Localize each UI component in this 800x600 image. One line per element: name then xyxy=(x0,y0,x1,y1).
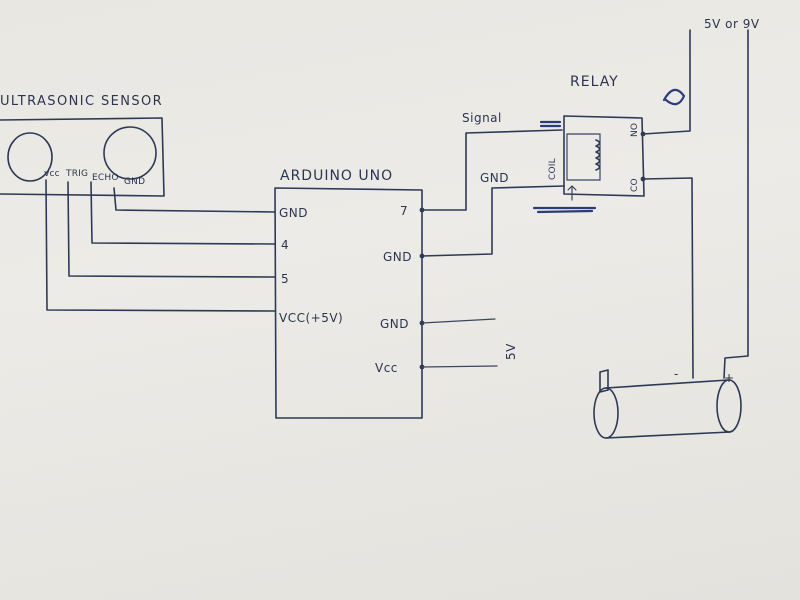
load-body xyxy=(605,379,731,439)
arduino-pin-gnd-right-2: GND xyxy=(380,317,409,331)
wire-relay-no xyxy=(642,29,691,135)
relay-coil-winding xyxy=(595,139,601,171)
marker-scribble-crossed xyxy=(532,206,597,214)
relay: RELAY COIL NO CO xyxy=(532,74,646,214)
wire-supply-plus xyxy=(723,29,749,379)
relay-coil-label: COIL xyxy=(548,158,558,180)
relay-body xyxy=(563,115,645,197)
sensor-transducer-right xyxy=(103,126,157,180)
supply-5v-label: 5V xyxy=(504,343,518,360)
arduino-pin-gnd-left: GND xyxy=(279,206,308,220)
sensor-body xyxy=(0,117,165,197)
arduino-pin-vcc-right: Vcc xyxy=(375,361,398,375)
wire-sensor-echo xyxy=(90,181,276,245)
wire-sensor-gnd xyxy=(113,187,276,213)
arduino-uno: ARDUINO UNO GND 4 5 VCC(+5V) 7 GND GND V… xyxy=(274,168,425,419)
load-end-right xyxy=(716,379,742,433)
wire-5v-vcc xyxy=(421,365,498,368)
marker-scribble-signal xyxy=(539,120,562,128)
load-end-left xyxy=(593,387,619,439)
arduino-pin-gnd-right-1: GND xyxy=(383,250,412,264)
relay-no-label: NO xyxy=(630,123,640,137)
supply-label: 5V or 9V xyxy=(704,17,760,31)
sensor-pin-gnd-label: GND xyxy=(124,177,145,187)
relay-coil-box xyxy=(566,133,601,181)
load-plus-label: + xyxy=(724,371,735,385)
wire-gnd-relay xyxy=(421,185,565,257)
arduino-pin-4: 4 xyxy=(281,238,289,252)
marker-scribble-supply xyxy=(662,88,686,106)
sensor-title: ULTRASONIC SENSOR xyxy=(0,94,163,109)
wire-relay-co xyxy=(642,177,694,379)
relay-arrow xyxy=(567,185,577,201)
wire-signal xyxy=(421,129,563,211)
load-tab xyxy=(599,369,609,393)
arduino-title: ARDUINO UNO xyxy=(280,168,393,184)
sensor-pin-trig-label: TRIG xyxy=(65,169,88,179)
relay-title: RELAY xyxy=(570,74,619,90)
load-minus-label: - xyxy=(674,367,679,381)
wire-5v-gnd xyxy=(421,318,496,324)
wire-sensor-trig xyxy=(67,181,276,278)
wire-signal-label: Signal xyxy=(462,111,502,125)
sensor-pin-echo-label: ECHO xyxy=(92,173,119,183)
sensor-pin-vcc-label: vcc xyxy=(44,169,60,179)
arduino-pin-vcc-left: VCC(+5V) xyxy=(279,311,343,325)
wire-gnd-label: GND xyxy=(480,171,509,185)
wire-sensor-vcc xyxy=(45,179,276,312)
arduino-body xyxy=(274,187,423,419)
load-cylinder: - + xyxy=(593,367,742,439)
relay-co-label: CO xyxy=(630,178,640,192)
ultrasonic-sensor: ULTRASONIC SENSOR vcc TRIG ECHO GND xyxy=(0,94,165,197)
arduino-pin-5: 5 xyxy=(281,272,289,286)
arduino-pin-7: 7 xyxy=(400,204,408,218)
sensor-transducer-left xyxy=(7,132,53,182)
